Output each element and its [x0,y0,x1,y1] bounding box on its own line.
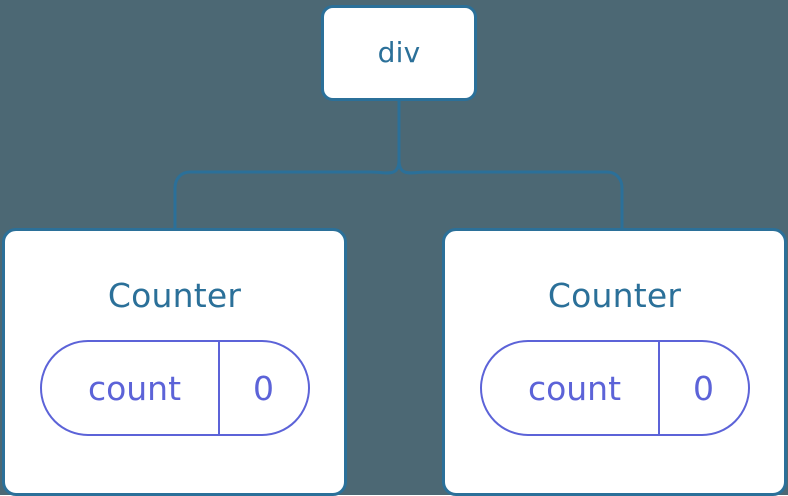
node-counter-right[interactable]: Counter count 0 [442,228,787,496]
node-counter-left-label: Counter [107,276,242,315]
state-key-label: count [527,368,622,408]
state-value-label: 0 [657,342,748,434]
state-key-label: count [87,368,182,408]
state-value-label: 0 [217,342,308,434]
state-badge-count-right[interactable]: count 0 [479,340,750,436]
node-counter-right-label: Counter [547,276,682,315]
state-badge-count-left[interactable]: count 0 [39,340,310,436]
edge-to-counter-left [173,158,401,230]
node-div-label: div [377,36,421,69]
node-div[interactable]: div [321,5,477,101]
edge-to-counter-right [397,158,624,230]
node-counter-left[interactable]: Counter count 0 [2,228,347,496]
